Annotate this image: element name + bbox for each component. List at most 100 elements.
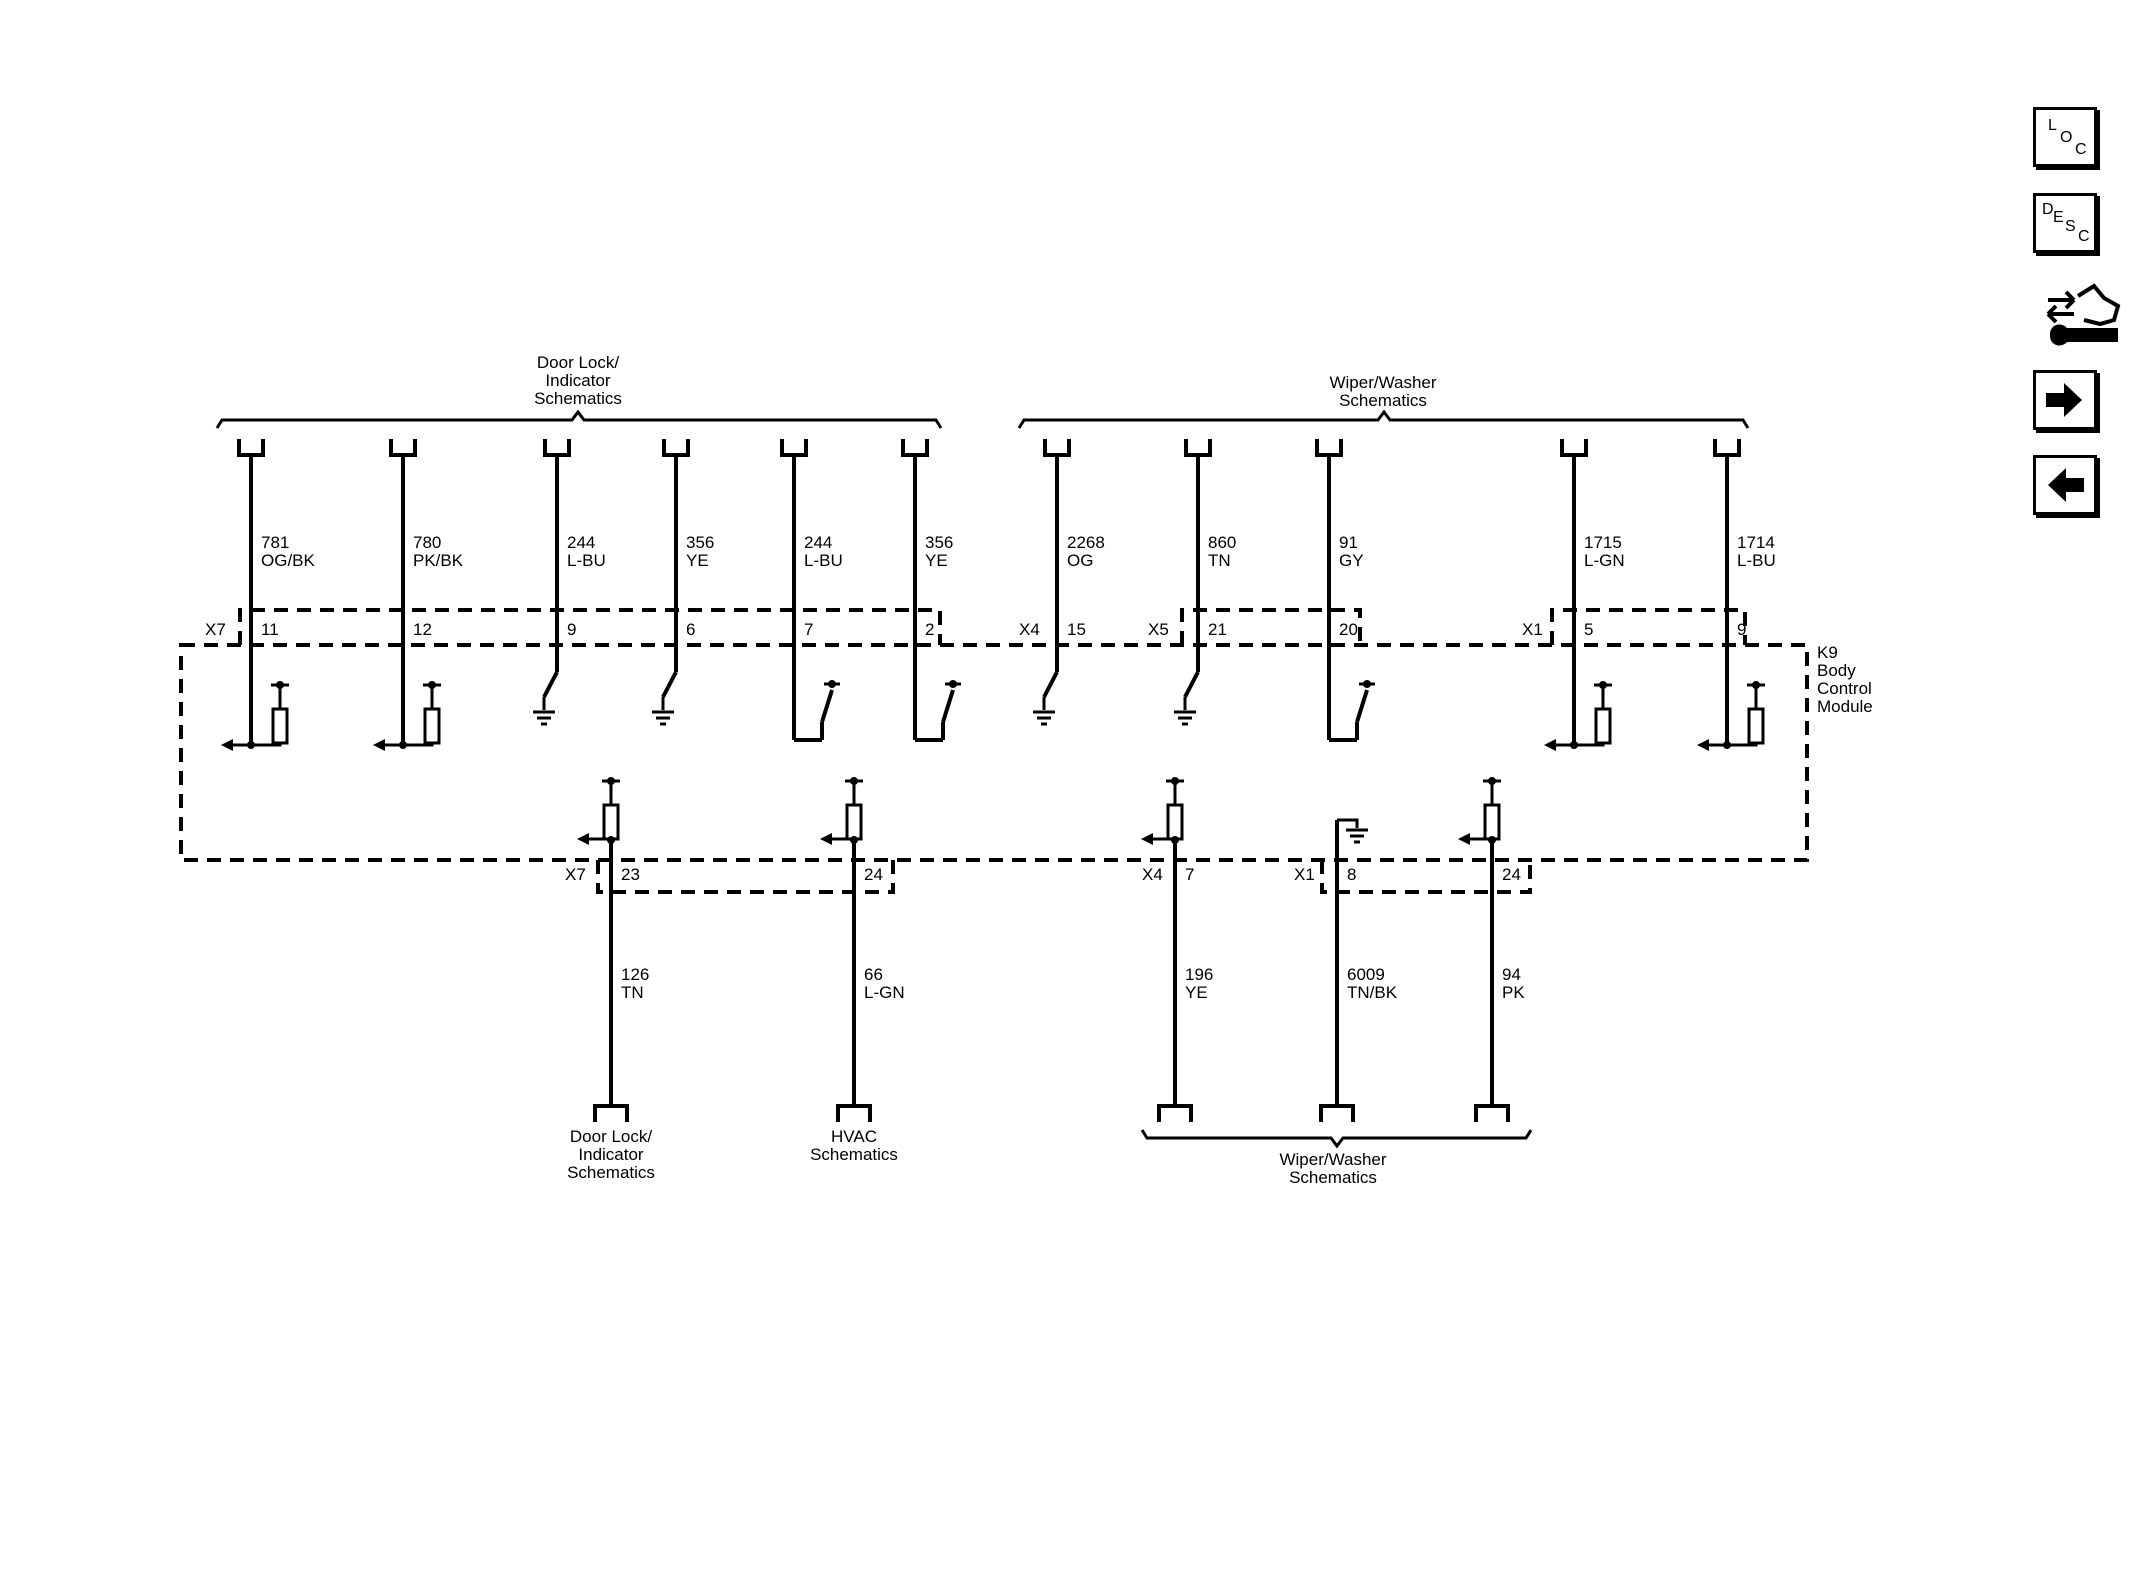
wire-color: L-GN <box>1584 551 1625 570</box>
pin-number: 23 <box>621 865 640 884</box>
pin-number: 12 <box>413 620 432 639</box>
circuit-number: 860 <box>1208 533 1236 552</box>
module-name-line: Body <box>1817 661 1856 680</box>
connector-terminal <box>237 439 265 457</box>
connector-terminal <box>836 1104 872 1122</box>
destination-line: Wiper/Washer <box>1329 373 1436 392</box>
connector-x7-bottom-box <box>596 860 895 894</box>
circuit-number: 196 <box>1185 965 1213 984</box>
module-boundary <box>179 643 1809 862</box>
connector-terminal <box>780 439 808 457</box>
wire-color: L-BU <box>1737 551 1776 570</box>
connector-terminal <box>662 439 690 457</box>
connector-x5-label: X5 <box>1148 620 1169 639</box>
connector-terminal <box>389 439 417 457</box>
top-left-brace <box>215 409 943 429</box>
circuit-number: 94 <box>1502 965 1521 984</box>
pin-number: 24 <box>864 865 883 884</box>
circuit-number: 244 <box>804 533 832 552</box>
switch <box>1183 671 1200 698</box>
pin-number: 20 <box>1339 620 1358 639</box>
connector-terminal <box>1043 439 1071 457</box>
destination-line: Schematics <box>1289 1168 1377 1187</box>
pin-number: 6 <box>686 620 695 639</box>
wire-color: OG/BK <box>261 551 316 570</box>
connector-x7-top-box <box>238 608 942 645</box>
circuit-number: 356 <box>686 533 714 552</box>
prev-button[interactable] <box>2033 455 2097 515</box>
destination-line: Schematics <box>810 1145 898 1164</box>
loc-letter: O <box>2060 129 2073 146</box>
wire-color: TN <box>1208 551 1231 570</box>
arrow-right-icon <box>2046 383 2082 417</box>
wire-color: L-BU <box>804 551 843 570</box>
connector-wrench-icon[interactable] <box>2044 280 2122 354</box>
switch <box>820 689 834 723</box>
destination-line: Door Lock/ <box>570 1127 652 1146</box>
wire-color: YE <box>686 551 709 570</box>
desc-button[interactable]: D E S C <box>2033 193 2097 253</box>
wire-color: L-GN <box>864 983 905 1002</box>
circuit-number: 244 <box>567 533 595 552</box>
bottom-hvac-destination-label: HVAC Schematics <box>810 1127 898 1164</box>
module-name-line: Module <box>1817 697 1873 716</box>
destination-line: Wiper/Washer <box>1279 1150 1386 1169</box>
wire-color: PK/BK <box>413 551 464 570</box>
switch <box>941 689 955 723</box>
bottom-wiper-destination-label: Wiper/Washer Schematics <box>1279 1150 1386 1187</box>
wire-color: YE <box>925 551 948 570</box>
pin-number: 5 <box>1584 620 1593 639</box>
desc-letter: C <box>2078 228 2090 245</box>
circuit-number: 91 <box>1339 533 1358 552</box>
circuit-number: 6009 <box>1347 965 1385 984</box>
connector-terminal <box>1560 439 1588 457</box>
pin-number: 9 <box>1737 620 1746 639</box>
pin-number: 11 <box>261 620 279 639</box>
top-left-destination-label: Door Lock/ Indicator Schematics <box>534 353 622 408</box>
wire-color: OG <box>1067 551 1093 570</box>
connector-x5-top-box <box>1180 608 1362 645</box>
connector-terminal <box>593 1104 629 1122</box>
bottom-door-destination-label: Door Lock/ Indicator Schematics <box>567 1127 655 1182</box>
destination-line: Door Lock/ <box>537 353 619 372</box>
pin-number: 9 <box>567 620 576 639</box>
connector-terminal <box>543 439 571 457</box>
circuit-number: 1715 <box>1584 533 1622 552</box>
circuit-number: 356 <box>925 533 953 552</box>
connector-terminal <box>1184 439 1212 457</box>
loc-letter: L <box>2048 117 2057 134</box>
connector-x1-label: X1 <box>1522 620 1543 639</box>
connector-x7-bottom-label: X7 <box>565 865 586 884</box>
loc-button[interactable]: L O C <box>2033 107 2097 167</box>
desc-letter: E <box>2053 209 2064 226</box>
wire-color: PK <box>1502 983 1525 1002</box>
switch <box>542 671 559 698</box>
next-button[interactable] <box>2033 370 2097 430</box>
pin-number: 8 <box>1347 865 1356 884</box>
connector-labels: X7 X4 X5 X1 X7 X4 X1 <box>205 620 1543 884</box>
circuit-number: 780 <box>413 533 441 552</box>
wire-color: TN/BK <box>1347 983 1398 1002</box>
connector-x7-label: X7 <box>205 620 226 639</box>
module-label: K9 Body Control Module <box>1817 643 1873 716</box>
top-right-brace <box>1017 409 1750 429</box>
wire-color: YE <box>1185 983 1208 1002</box>
connector-terminal <box>1157 1104 1193 1122</box>
switch <box>1355 689 1369 723</box>
arrow-left-icon <box>2048 468 2084 502</box>
connector-x1-bottom-box <box>1320 860 1532 894</box>
destination-line: Schematics <box>534 389 622 408</box>
connector-terminal <box>1474 1104 1510 1122</box>
